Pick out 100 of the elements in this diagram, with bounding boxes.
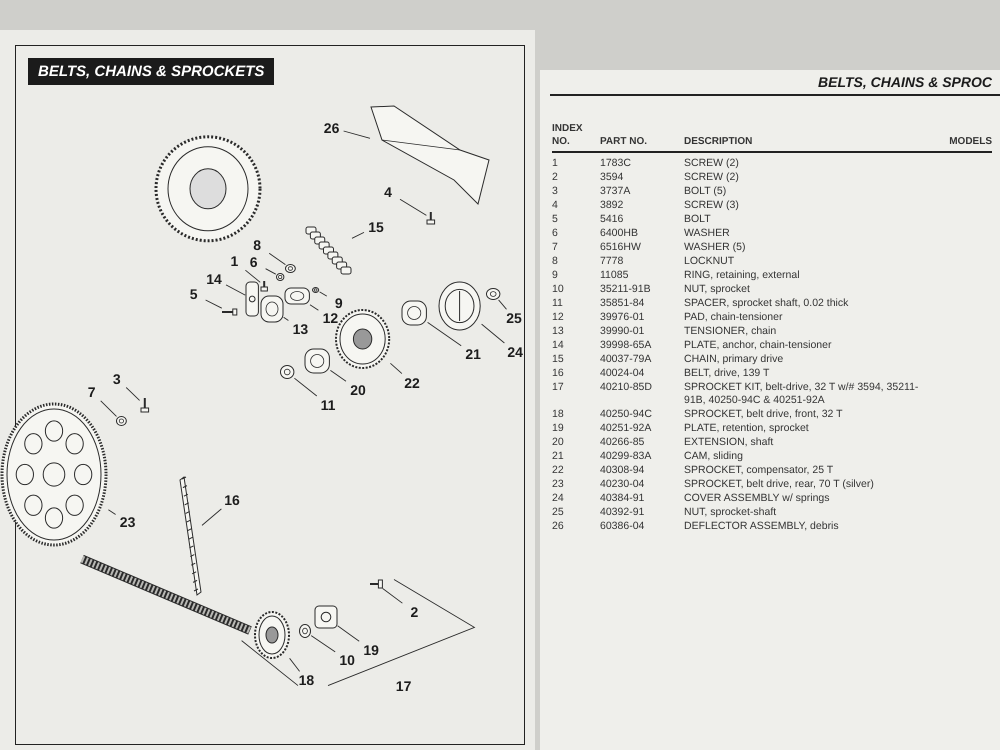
table-cell-text: 60386-04 — [600, 519, 646, 533]
table-cell-text: COVER ASSEMBLY w/ springs — [684, 491, 830, 505]
page-header: BELTS, CHAINS & SPROC — [818, 74, 992, 90]
table-cell-text: SCREW (2) — [684, 170, 740, 184]
washer-drawing — [280, 365, 294, 380]
table-cell-text: 40230-04 — [600, 477, 646, 491]
table-cell-text: 26 — [552, 519, 565, 533]
washer-drawing — [276, 272, 284, 281]
callout-number: 3 — [104, 370, 129, 388]
table-cell-text: 5416 — [600, 212, 624, 226]
callout-number: 10 — [335, 651, 360, 670]
table-cell-text: 3594 — [600, 170, 624, 184]
callout-number: 16 — [220, 490, 244, 509]
table-cell-text: RING, retaining, external — [684, 268, 801, 282]
table-cell-text: BELT, drive, 139 T — [684, 366, 770, 380]
table-cell-text: 7778 — [600, 254, 624, 268]
table-cell-text: SPROCKET, compensator, 25 T — [684, 463, 834, 477]
table-cell-text: 19 — [552, 421, 565, 435]
table-cell-text: SPROCKET, belt drive, rear, 70 T (silver) — [684, 477, 875, 491]
leader-line — [319, 291, 328, 297]
section-title: BELTS, CHAINS & SPROCKETS — [28, 58, 274, 85]
table-cell-text: 40037-79A — [600, 352, 652, 366]
leader-line — [226, 284, 246, 296]
leader-line — [390, 362, 402, 374]
table-cell-text: 6 — [552, 226, 559, 240]
table-cell-text: 20 — [552, 435, 565, 449]
table-cell-text: 25 — [552, 505, 565, 519]
table-cell-text: NUT, sprocket — [684, 282, 751, 296]
leader-line — [427, 322, 462, 346]
table-cell-text: BOLT (5) — [684, 184, 728, 198]
table-cell-text: PLATE, anchor, chain-tensioner — [684, 338, 832, 352]
table-cell-text: CAM, sliding — [684, 449, 744, 463]
table-cell-text: SPACER, sprocket shaft, 0.02 thick — [684, 296, 850, 310]
table-cell-text: 1783C — [600, 156, 632, 170]
table-cell-text: 40308-94 — [600, 463, 646, 477]
table-cell-text: SCREW (2) — [684, 156, 740, 170]
cover-drawing — [438, 281, 482, 332]
column-header: DESCRIPTION — [684, 135, 754, 149]
leader-line — [400, 198, 427, 216]
leader-line — [289, 658, 300, 672]
plate-drawing — [245, 280, 260, 317]
callout-number: 21 — [461, 345, 486, 364]
table-cell-text: 35851-84 — [600, 296, 646, 310]
table-cell-text: 17 — [552, 380, 565, 394]
table-cell-text: 39998-65A — [600, 338, 652, 352]
leader-line — [108, 509, 116, 515]
table-cell-text: 6400HB — [600, 226, 639, 240]
table-cell-text: 24 — [552, 491, 565, 505]
leader-line — [126, 387, 140, 401]
table-cell-text: 35211-91B — [600, 282, 652, 296]
deflector-drawing — [370, 105, 490, 206]
leader-line — [244, 270, 261, 283]
leader-line — [498, 299, 507, 310]
table-cell-text: 16 — [552, 366, 565, 380]
nut-drawing — [285, 264, 296, 273]
leader-line — [337, 625, 360, 642]
table-cell-text: CHAIN, primary drive — [684, 352, 784, 366]
table-cell-text: SPROCKET KIT, belt-drive, 32 T w/# 3594, 35211-91B, 40250-94C & 40251-92A — [684, 380, 920, 407]
bolt-drawing — [260, 280, 269, 292]
table-cell-text: 1 — [552, 156, 559, 170]
table-cell-text: 40250-94C — [600, 407, 653, 421]
table-cell-text: 21 — [552, 449, 565, 463]
table-cell-text: NUT, sprocket-shaft — [684, 505, 778, 519]
table-cell-text: 40384-91 — [600, 491, 646, 505]
sprocket-drawing — [254, 610, 290, 659]
cam-drawing — [401, 300, 428, 326]
table-cell-text: 40266-85 — [600, 435, 646, 449]
table-cell-text: 40210-85D — [600, 380, 653, 394]
table-cell-text: 14 — [552, 338, 565, 352]
screw-drawing — [368, 578, 384, 589]
table-cell-text: 15 — [552, 352, 565, 366]
table-cell-text: TENSIONER, chain — [684, 324, 778, 338]
table-cell-text: 10 — [552, 282, 565, 296]
leader-line — [294, 378, 318, 396]
callout-number: 18 — [294, 671, 318, 690]
table-cell-text: 5 — [552, 212, 559, 226]
leader-line — [382, 588, 403, 604]
table-cell-text: 39976-01 — [600, 310, 646, 324]
table-cell-text: 2 — [552, 170, 559, 184]
callout-number: 23 — [116, 513, 140, 532]
table-cell-text: PAD, chain-tensioner — [684, 310, 784, 324]
callout-number: 15 — [364, 218, 388, 236]
table-cell-text: 13 — [552, 324, 565, 338]
callout-number: 13 — [288, 320, 312, 338]
chain-drawing — [304, 225, 352, 275]
leader-line — [481, 324, 505, 344]
tensioner-drawing — [260, 295, 284, 324]
table-cell-text: 40024-04 — [600, 366, 646, 380]
spacer-drawing — [304, 348, 330, 374]
leader-line — [310, 304, 319, 311]
leader-line — [343, 130, 370, 139]
column-header: INDEX NO. — [552, 122, 584, 149]
callout-number: 20 — [346, 380, 370, 399]
table-cell-text: DEFLECTOR ASSEMBLY, debris — [684, 519, 840, 533]
callout-number: 19 — [359, 640, 384, 659]
table-cell-text: WASHER — [684, 226, 731, 240]
table-cell-text: 3737A — [600, 184, 632, 198]
table-cell-text: 9 — [552, 268, 559, 282]
table-cell-text: 7 — [552, 240, 559, 254]
nut-drawing — [486, 288, 501, 300]
